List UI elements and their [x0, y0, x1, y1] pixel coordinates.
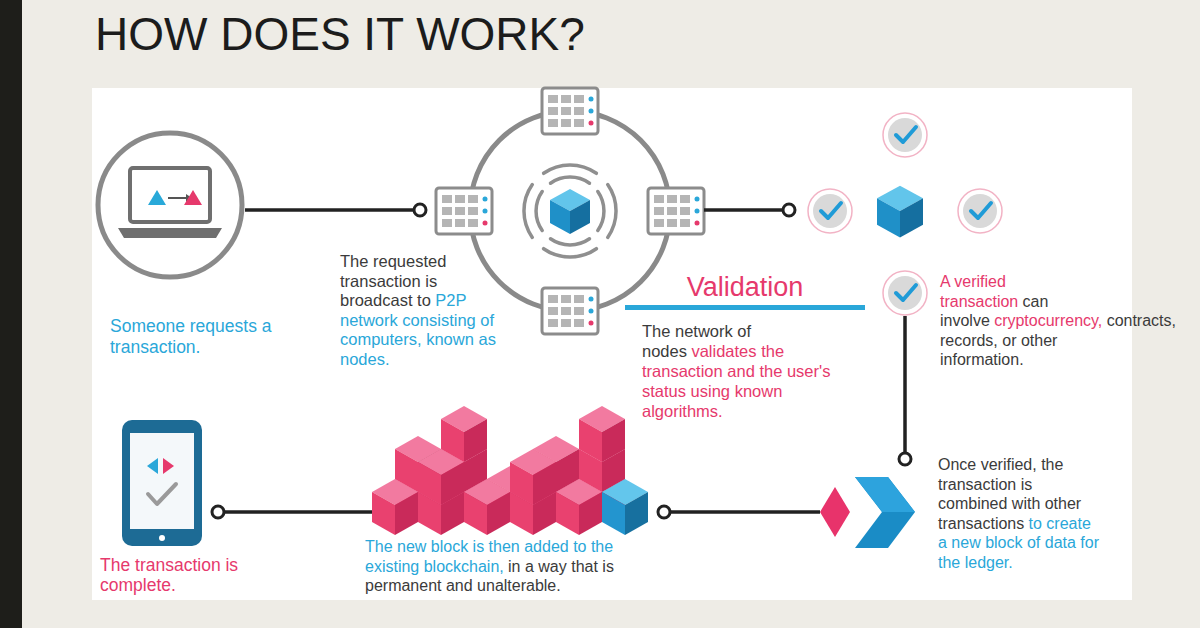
signal-waves	[544, 239, 597, 257]
signal-waves	[524, 185, 542, 238]
laptop-step: Someone requests a transaction.	[95, 130, 245, 280]
pink-cube	[556, 479, 602, 535]
phone-body	[122, 420, 202, 546]
connector	[245, 204, 426, 216]
connector-terminal	[658, 506, 670, 518]
server-icon	[436, 188, 492, 234]
connector	[212, 506, 372, 518]
transfer-arrow	[168, 197, 186, 199]
laptop-screen	[130, 168, 210, 222]
network-ring	[470, 111, 670, 311]
icon-circle	[98, 133, 242, 277]
connector	[899, 316, 911, 465]
connector-line	[218, 510, 372, 514]
pink-diamond	[820, 487, 850, 537]
pink-cube	[464, 479, 510, 535]
step-caption: The requested transaction is broadcast t…	[340, 252, 504, 369]
phone-screen	[130, 433, 194, 529]
step-heading: Validation	[625, 272, 865, 310]
step-caption: Once verified, the transaction is combin…	[938, 455, 1100, 572]
step-caption: ValidationThe network of nodesvalidates …	[625, 272, 865, 421]
phone-button	[159, 535, 165, 541]
step-text: cryptocurrency,	[994, 312, 1102, 329]
step-caption: Someone requests a transaction.	[110, 316, 278, 358]
step-text: The requested transaction is broadcast t…	[340, 252, 446, 309]
connector-terminal	[899, 453, 911, 465]
server-icon	[648, 188, 704, 234]
server-icon	[542, 288, 598, 334]
step-text: The transaction is complete.	[100, 555, 238, 595]
blockchain-step: The new block is then added to the exist…	[372, 406, 648, 536]
step-caption: A verified transactioncan involvecryptoc…	[940, 272, 1118, 370]
blue-chevron	[855, 477, 915, 548]
phone-triangle	[147, 458, 158, 474]
check-badge	[883, 271, 927, 315]
connector-terminal	[212, 506, 224, 518]
signal-waves	[544, 165, 597, 183]
pink-cube	[372, 479, 418, 535]
connector-line	[245, 208, 420, 212]
step-caption: The new block is then added to the exist…	[365, 537, 665, 596]
validation-step: ValidationThe network of nodesvalidates …	[805, 110, 1005, 235]
connector-line	[704, 208, 789, 212]
chevron-highlight	[855, 477, 915, 512]
step-text: Someone requests a transaction.	[110, 316, 272, 357]
step-caption: The transaction is complete.	[100, 555, 245, 595]
blue-cube	[602, 479, 648, 535]
pink-cube	[418, 449, 464, 505]
block-step: Once verified, the transaction is combin…	[820, 475, 915, 548]
blue-cube	[877, 186, 923, 238]
pink-cube	[579, 406, 625, 462]
page-title: HOW DOES IT WORK?	[95, 6, 585, 62]
connector-line	[903, 316, 907, 459]
check-badge	[883, 113, 927, 157]
connector	[658, 506, 820, 518]
signal-waves	[598, 185, 616, 238]
step-body: The network of nodesvalidates the transa…	[625, 321, 865, 421]
complete-step: The transaction is complete.	[122, 420, 202, 546]
step-text: A verified transaction	[940, 273, 1018, 310]
phone-check	[148, 484, 176, 504]
side-bar	[0, 0, 22, 628]
receiver-triangle	[184, 190, 202, 205]
connector-terminal	[783, 204, 795, 216]
blue-cube	[550, 189, 590, 234]
sender-triangle	[148, 190, 166, 205]
pink-cube	[510, 449, 556, 505]
server-icon	[542, 88, 598, 134]
connector-terminal	[414, 204, 426, 216]
verified-step: A verified transactioncan involvecryptoc…	[882, 270, 928, 316]
check-badge	[808, 189, 852, 233]
check-badge	[958, 189, 1002, 233]
phone-triangle	[163, 458, 174, 474]
laptop-base	[118, 228, 222, 238]
connector	[704, 204, 795, 216]
network-step: The requested transaction is broadcast t…	[436, 88, 704, 334]
connector-line	[664, 510, 820, 514]
